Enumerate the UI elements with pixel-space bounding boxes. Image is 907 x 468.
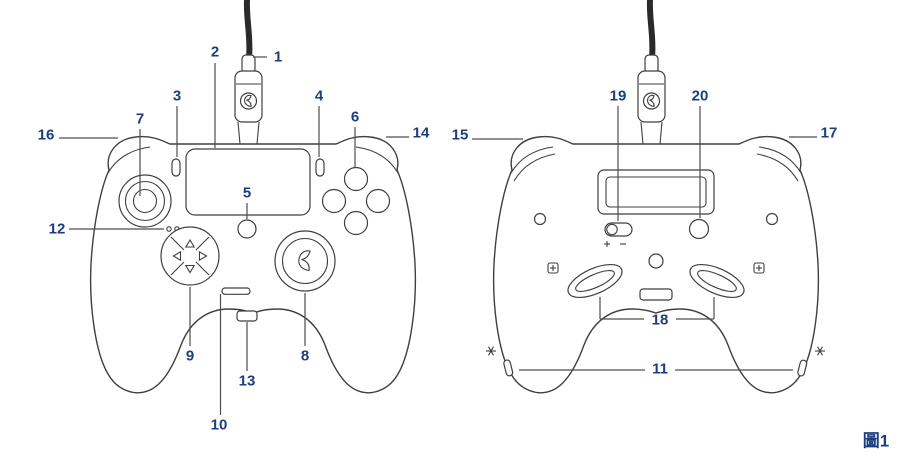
callout-14: 14: [412, 124, 430, 142]
back-usb-cable-plug: [638, 0, 665, 144]
right-grip-slot: [797, 359, 808, 377]
callout-8: 8: [300, 347, 310, 365]
callout-13: 13: [238, 372, 256, 390]
left-adjuster-mark: [547, 262, 559, 274]
leader-lines: [59, 56, 817, 415]
callout-12: 12: [48, 220, 66, 238]
back-right-trigger-seam: [758, 146, 802, 174]
front-usb-cable-plug: [235, 0, 262, 144]
right-screw: [765, 212, 779, 226]
callout-15: 15: [451, 126, 469, 144]
back-left-trigger-seam: [510, 146, 554, 174]
figure-caption: 圖1: [862, 431, 890, 451]
center-home-button: [237, 219, 257, 239]
callout-18: 18: [651, 311, 669, 329]
callout-5: 5: [242, 184, 252, 202]
right-paddle: [689, 263, 745, 299]
callout-9: 9: [185, 347, 195, 365]
right-star-mark: [815, 346, 825, 356]
share-button: [171, 158, 181, 177]
callout-16: 16: [37, 126, 55, 144]
right-analog-stick: [274, 230, 336, 292]
bottom-port: [236, 310, 258, 322]
callout-10: 10: [210, 416, 228, 434]
left-paddle: [567, 263, 623, 299]
callout-4: 4: [314, 87, 324, 105]
right-adjuster-mark: [753, 262, 765, 274]
back-label-panel: [597, 169, 715, 215]
front-left-shoulder-seam: [107, 146, 151, 174]
callout-2: 2: [210, 43, 220, 61]
touchpad: [185, 148, 311, 216]
back-view: [486, 0, 825, 394]
left-star-mark: [486, 346, 496, 356]
callout-17: 17: [820, 124, 838, 142]
callout-7: 7: [135, 110, 145, 128]
callout-3: 3: [172, 87, 182, 105]
face-buttons: [321, 166, 391, 236]
front-right-shoulder-seam: [355, 146, 399, 174]
profile-button: [688, 218, 710, 240]
callout-11: 11: [652, 360, 668, 378]
profile-led-slot: [221, 287, 251, 295]
callout-1: 1: [273, 48, 283, 66]
callout-6: 6: [350, 108, 360, 126]
back-right-trigger-inner-seam: [756, 153, 799, 182]
callout-19: 19: [609, 87, 627, 105]
left-analog-stick: [118, 174, 172, 228]
left-grip-slot: [503, 359, 514, 377]
front-view: [89, 0, 417, 394]
mode-switch: [604, 222, 633, 247]
center-screw: [648, 253, 664, 269]
back-bottom-connector: [639, 288, 673, 301]
options-button: [315, 158, 325, 177]
back-left-trigger-inner-seam: [513, 153, 556, 182]
left-screw: [533, 212, 547, 226]
callout-20: 20: [691, 87, 709, 105]
dpad: [160, 226, 220, 286]
